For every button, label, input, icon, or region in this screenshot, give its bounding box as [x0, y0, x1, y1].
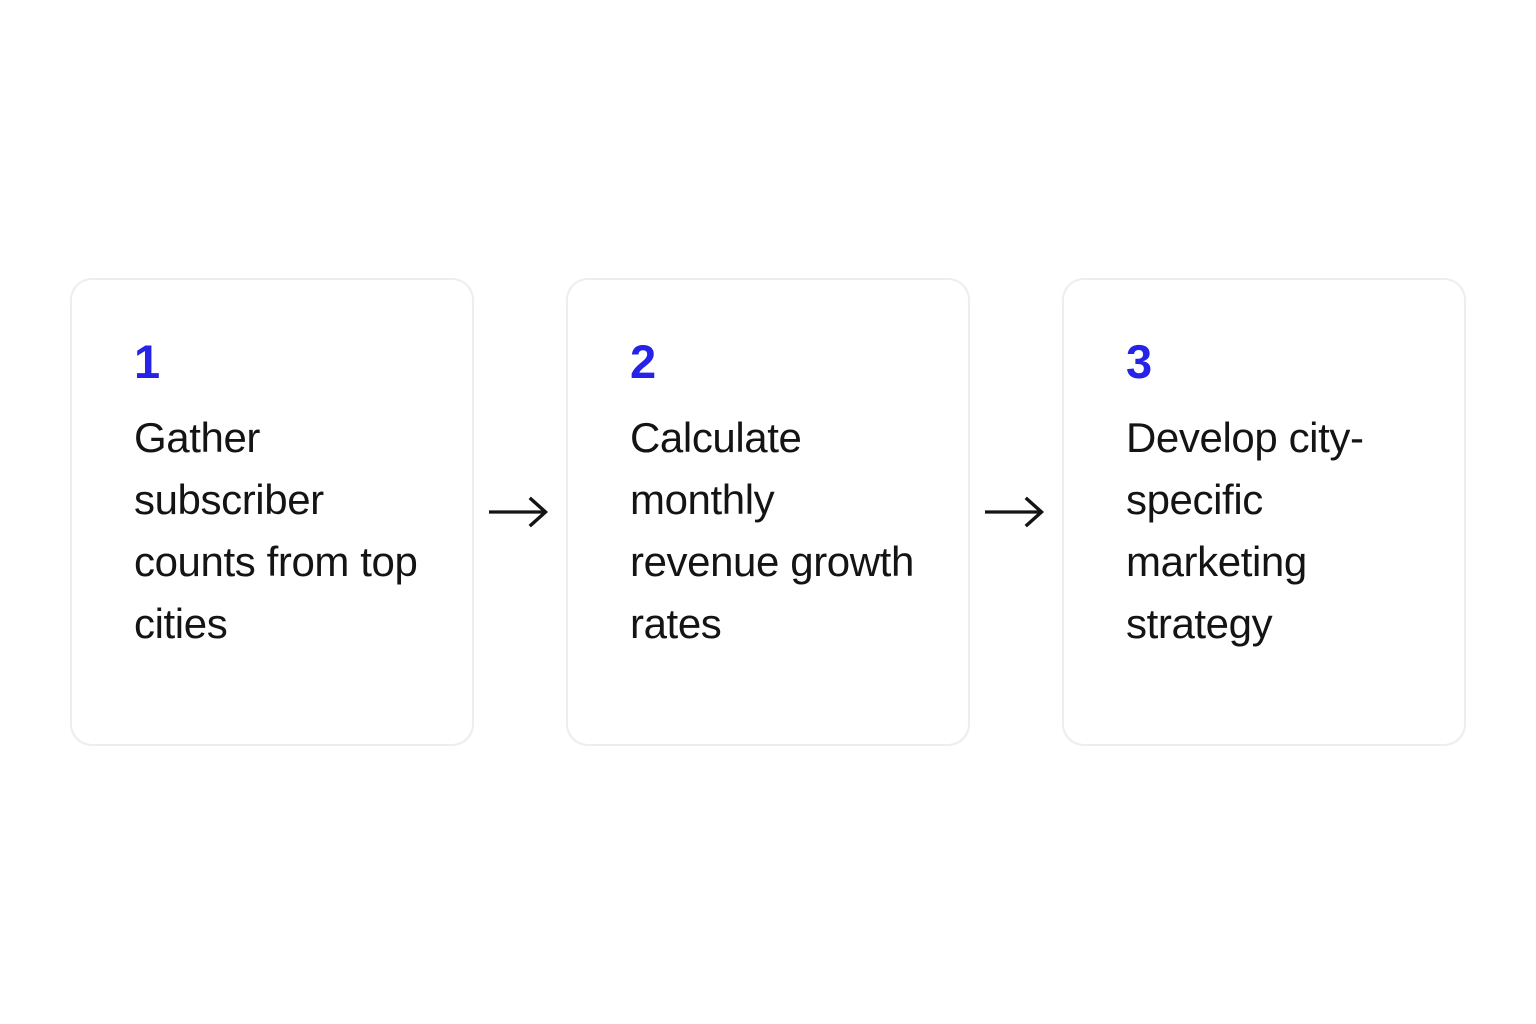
step-number-1: 1 [134, 335, 160, 388]
process-flow-row: 1 Gather subscriber counts from top citi… [70, 278, 1466, 746]
step-text-1: Gather subscriber counts from top cities [134, 414, 418, 647]
arrow-right-icon [985, 495, 1047, 529]
step-number-2: 2 [630, 335, 656, 388]
step-card-1[interactable]: 1 Gather subscriber counts from top citi… [70, 278, 474, 746]
step-card-2[interactable]: 2 Calculate monthly revenue growth rates [566, 278, 970, 746]
connector-2 [970, 278, 1062, 746]
step-number-3: 3 [1126, 335, 1152, 388]
step-text-2: Calculate monthly revenue growth rates [630, 414, 914, 647]
connector-1 [474, 278, 566, 746]
step-card-3[interactable]: 3 Develop city-specific marketing strate… [1062, 278, 1466, 746]
arrow-right-icon [489, 495, 551, 529]
step-text-3: Develop city-specific marketing strategy [1126, 414, 1364, 647]
